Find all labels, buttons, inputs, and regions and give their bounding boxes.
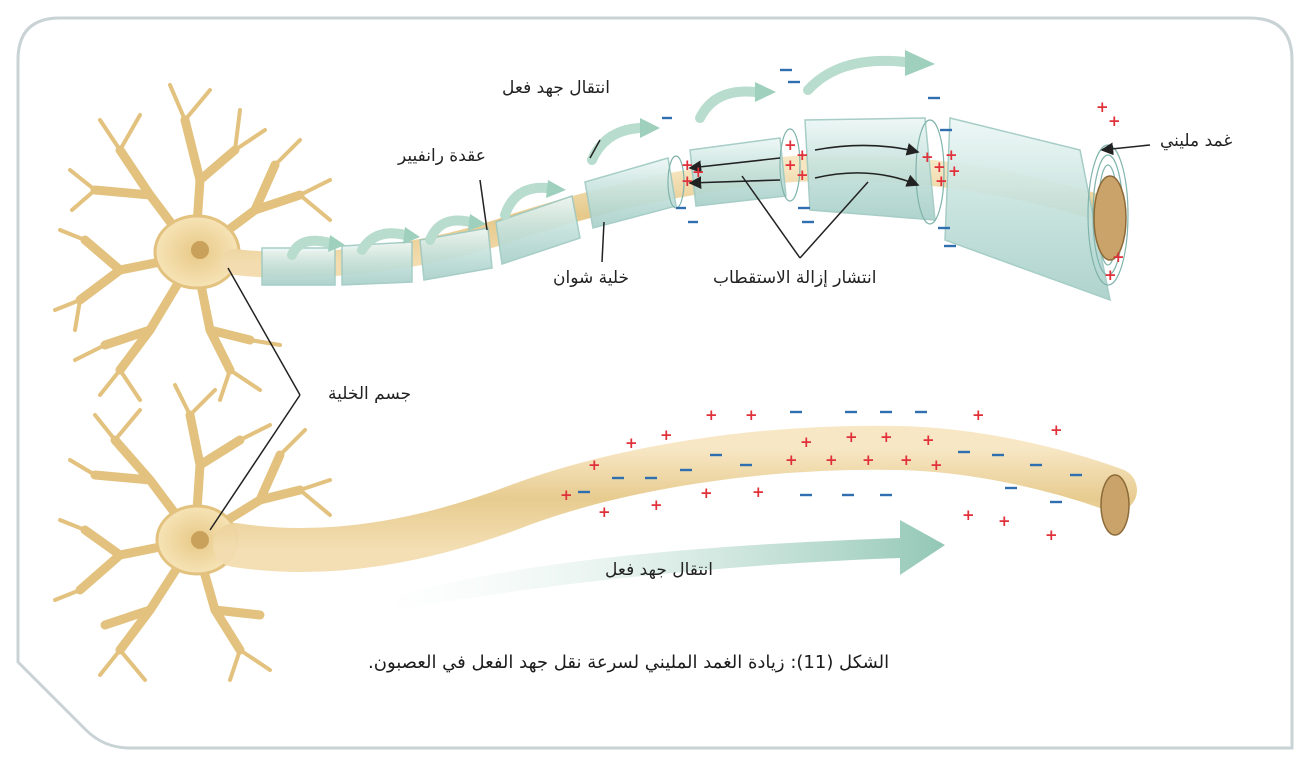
action-potential-top-label: انتقال جهد فعل xyxy=(502,80,610,97)
svg-text:+: + xyxy=(972,406,985,424)
svg-text:+: + xyxy=(745,406,758,424)
myelin-sheath-label: غمد مليني xyxy=(1160,133,1232,150)
svg-text:+: + xyxy=(560,486,573,504)
node-of-ranvier-label: عقدة رانفيير xyxy=(398,148,486,165)
svg-text:+: + xyxy=(825,451,838,469)
svg-text:+: + xyxy=(935,172,948,190)
svg-text:+: + xyxy=(1108,112,1121,130)
cell-body-label: جسم الخلية xyxy=(328,386,411,403)
svg-text:+: + xyxy=(922,431,935,449)
svg-text:+: + xyxy=(1104,266,1117,284)
svg-text:+: + xyxy=(1112,248,1125,266)
svg-text:+: + xyxy=(880,428,893,446)
svg-text:+: + xyxy=(900,451,913,469)
svg-text:+: + xyxy=(598,503,611,521)
svg-text:+: + xyxy=(948,162,961,180)
svg-text:+: + xyxy=(845,428,858,446)
svg-text:+: + xyxy=(692,163,705,181)
svg-text:+: + xyxy=(800,433,813,451)
svg-text:+: + xyxy=(660,426,673,444)
svg-text:+: + xyxy=(1050,421,1063,439)
svg-text:+: + xyxy=(700,484,713,502)
svg-text:+: + xyxy=(752,483,765,501)
svg-text:+: + xyxy=(1045,526,1058,544)
svg-text:+: + xyxy=(921,148,934,166)
figure-caption: الشكل (11): زيادة الغمد المليني لسرعة نق… xyxy=(368,654,889,672)
svg-text:+: + xyxy=(1096,98,1109,116)
schwann-cell-label: خلية شوان xyxy=(553,270,629,287)
svg-text:+: + xyxy=(785,451,798,469)
svg-text:+: + xyxy=(962,506,975,524)
action-potential-bottom-label: انتقال جهد فعل xyxy=(605,562,713,579)
svg-text:+: + xyxy=(784,136,797,154)
svg-text:+: + xyxy=(625,434,638,452)
svg-text:+: + xyxy=(796,146,809,164)
svg-text:+: + xyxy=(705,406,718,424)
svg-text:+: + xyxy=(998,512,1011,530)
depolarization-spread-label: انتشار إزالة الاستقطاب xyxy=(713,270,876,287)
svg-text:+: + xyxy=(862,451,875,469)
svg-text:+: + xyxy=(930,456,943,474)
svg-text:+: + xyxy=(588,456,601,474)
svg-text:+: + xyxy=(650,496,663,514)
svg-text:+: + xyxy=(796,166,809,184)
svg-text:+: + xyxy=(784,156,797,174)
